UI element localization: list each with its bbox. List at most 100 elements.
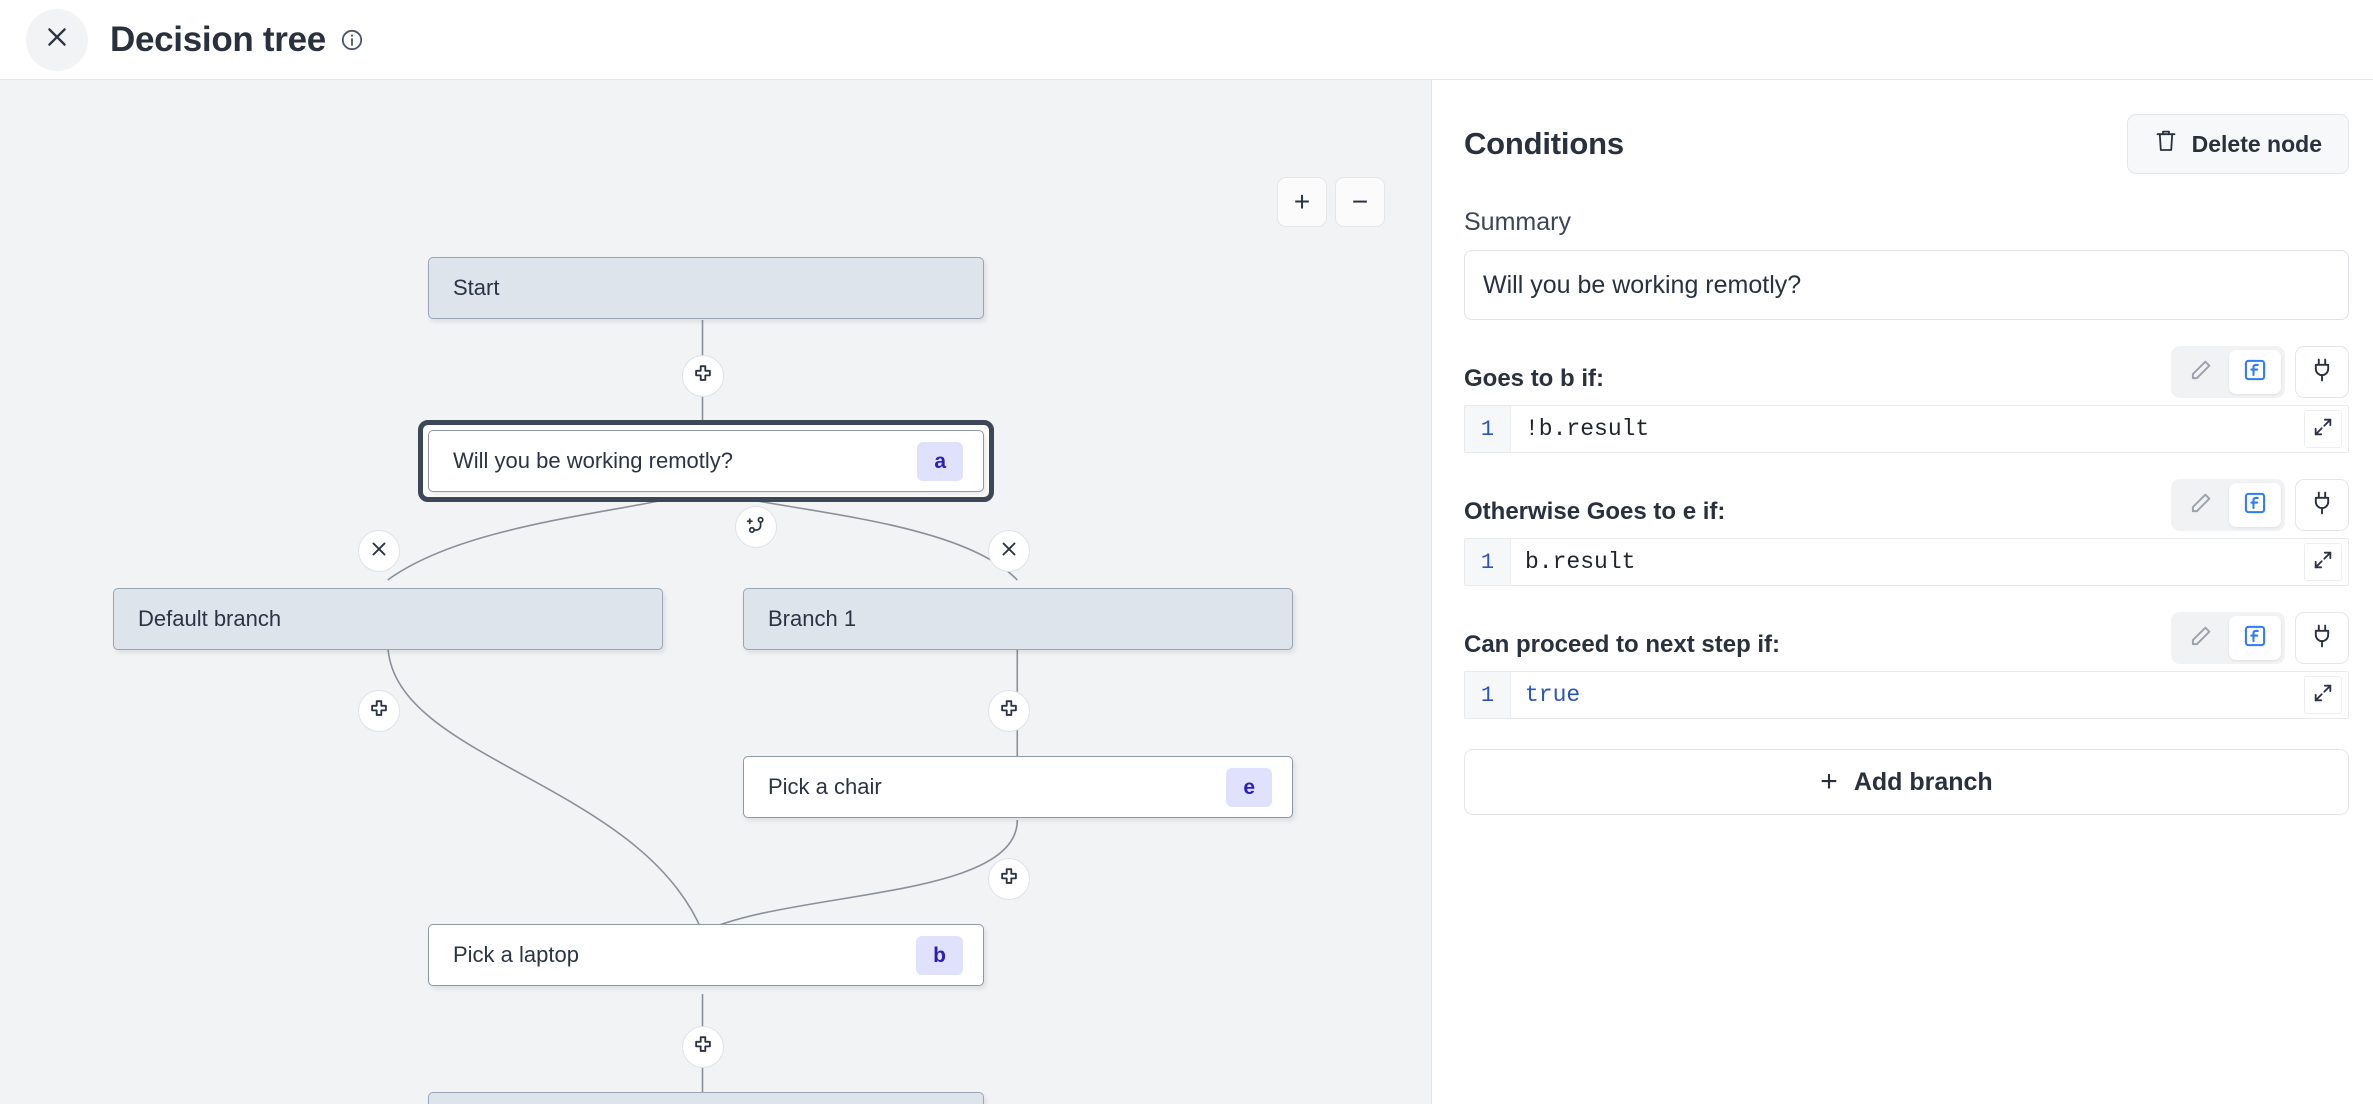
plug-icon: [2310, 490, 2334, 521]
node-label: Start: [453, 275, 500, 300]
function-icon: [2242, 357, 2268, 388]
function-mode-button[interactable]: [2229, 350, 2281, 394]
conditions-panel: Conditions Delete node Summary Goes to b…: [1432, 80, 2373, 1104]
add-branch-button[interactable]: + Add branch: [1464, 749, 2349, 815]
zoom-controls: + −: [1277, 177, 1385, 227]
panel-header: Conditions Delete node: [1464, 114, 2349, 174]
condition-tools: [2171, 612, 2349, 664]
pencil-mode-button[interactable]: [2175, 350, 2227, 394]
add-node-handle-start-a[interactable]: [682, 355, 724, 397]
expand-icon: [2312, 549, 2334, 576]
expand-editor-button[interactable]: [2304, 410, 2342, 448]
app-header: Decision tree: [0, 0, 2373, 80]
node-pick-a-laptop[interactable]: Pick a laptop b: [428, 924, 984, 986]
close-button[interactable]: [26, 8, 88, 71]
delete-branch-1[interactable]: [988, 530, 1030, 572]
function-mode-button[interactable]: [2229, 616, 2281, 660]
expand-editor-button[interactable]: [2304, 676, 2342, 714]
code-content[interactable]: !b.result: [1525, 416, 1650, 442]
expand-icon: [2312, 682, 2334, 709]
add-node-handle-laptop[interactable]: [682, 1026, 724, 1068]
condition-header: Can proceed to next step if:: [1464, 612, 2349, 664]
condition-label: Can proceed to next step if:: [1464, 631, 1781, 658]
pencil-icon: [2188, 623, 2214, 654]
plus-node-icon: [998, 866, 1020, 893]
node-end[interactable]: End: [428, 1092, 984, 1104]
add-branch-label: Add branch: [1853, 767, 1993, 796]
add-node-handle-branch1[interactable]: [988, 690, 1030, 732]
node-label: Default branch: [138, 606, 282, 631]
add-branch-handle[interactable]: [735, 506, 777, 548]
node-badge: b: [916, 935, 963, 975]
plus-node-icon: [692, 363, 714, 390]
plus-node-icon: [368, 698, 390, 725]
connect-plug-button[interactable]: [2295, 479, 2349, 531]
node-label: Will you be working remotly?: [453, 448, 733, 473]
add-node-handle-chair[interactable]: [988, 858, 1030, 900]
branch-plus-icon: [745, 514, 767, 541]
node-start[interactable]: Start: [428, 257, 984, 319]
node-default-branch[interactable]: Default branch: [113, 588, 663, 650]
line-number: 1: [1465, 406, 1511, 452]
code-content[interactable]: true: [1525, 682, 1581, 708]
info-icon[interactable]: [340, 28, 364, 52]
function-mode-button[interactable]: [2229, 483, 2281, 527]
node-badge: e: [1226, 767, 1272, 807]
zoom-out-button[interactable]: −: [1335, 177, 1385, 227]
expand-icon: [2312, 416, 2334, 443]
plus-icon: +: [1820, 765, 1838, 798]
condition-header: Otherwise Goes to e if:: [1464, 479, 2349, 531]
add-node-handle-default[interactable]: [358, 690, 400, 732]
delete-node-label: Delete node: [2191, 130, 2322, 157]
zoom-in-button[interactable]: +: [1277, 177, 1327, 227]
delete-node-button[interactable]: Delete node: [2126, 114, 2349, 174]
condition-block-otherwise-goes-to-e: Otherwise Goes to e if:: [1464, 479, 2349, 586]
node-label: Pick a laptop: [453, 942, 579, 967]
line-number: 1: [1465, 672, 1511, 718]
condition-block-can-proceed: Can proceed to next step if:: [1464, 612, 2349, 719]
function-icon: [2242, 490, 2268, 521]
plug-icon: [2310, 623, 2334, 654]
close-icon: [998, 538, 1020, 565]
panel-title: Conditions: [1464, 126, 1624, 161]
editor-mode-toggle: [2171, 479, 2285, 531]
node-branch-1[interactable]: Branch 1: [743, 588, 1293, 650]
line-number: 1: [1465, 539, 1511, 585]
connect-plug-button[interactable]: [2295, 346, 2349, 398]
editor-mode-toggle: [2171, 346, 2285, 398]
pencil-mode-button[interactable]: [2175, 616, 2227, 660]
page-title: Decision tree: [110, 19, 326, 59]
condition-tools: [2171, 479, 2349, 531]
connect-plug-button[interactable]: [2295, 612, 2349, 664]
expand-editor-button[interactable]: [2304, 543, 2342, 581]
pencil-icon: [2188, 490, 2214, 521]
code-content[interactable]: b.result: [1525, 549, 1636, 575]
node-badge: a: [917, 441, 963, 481]
condition-label: Goes to b if:: [1464, 365, 1604, 392]
condition-label: Otherwise Goes to e if:: [1464, 498, 1726, 525]
node-label: Pick a chair: [768, 774, 882, 799]
close-icon: [44, 24, 70, 55]
summary-label: Summary: [1464, 208, 1571, 236]
trash-icon: [2154, 128, 2178, 160]
flow-canvas[interactable]: + − Start: [0, 80, 1432, 1104]
condition-header: Goes to b if:: [1464, 346, 2349, 398]
code-editor[interactable]: 1 !b.result: [1464, 405, 2349, 453]
pencil-mode-button[interactable]: [2175, 483, 2227, 527]
editor-mode-toggle: [2171, 612, 2285, 664]
node-pick-a-chair[interactable]: Pick a chair e: [743, 756, 1293, 818]
title-wrap: Decision tree: [110, 20, 364, 60]
plus-node-icon: [998, 698, 1020, 725]
close-icon: [368, 538, 390, 565]
pencil-icon: [2188, 357, 2214, 388]
node-will-you-be-working-remotly[interactable]: Will you be working remotly? a: [428, 430, 984, 492]
function-icon: [2242, 623, 2268, 654]
plug-icon: [2310, 357, 2334, 388]
code-editor[interactable]: 1 b.result: [1464, 538, 2349, 586]
code-editor[interactable]: 1 true: [1464, 671, 2349, 719]
delete-branch-default[interactable]: [358, 530, 400, 572]
summary-input[interactable]: [1464, 250, 2349, 320]
condition-block-goes-to-b: Goes to b if:: [1464, 346, 2349, 453]
plus-node-icon: [692, 1034, 714, 1061]
node-label: Branch 1: [768, 606, 857, 631]
